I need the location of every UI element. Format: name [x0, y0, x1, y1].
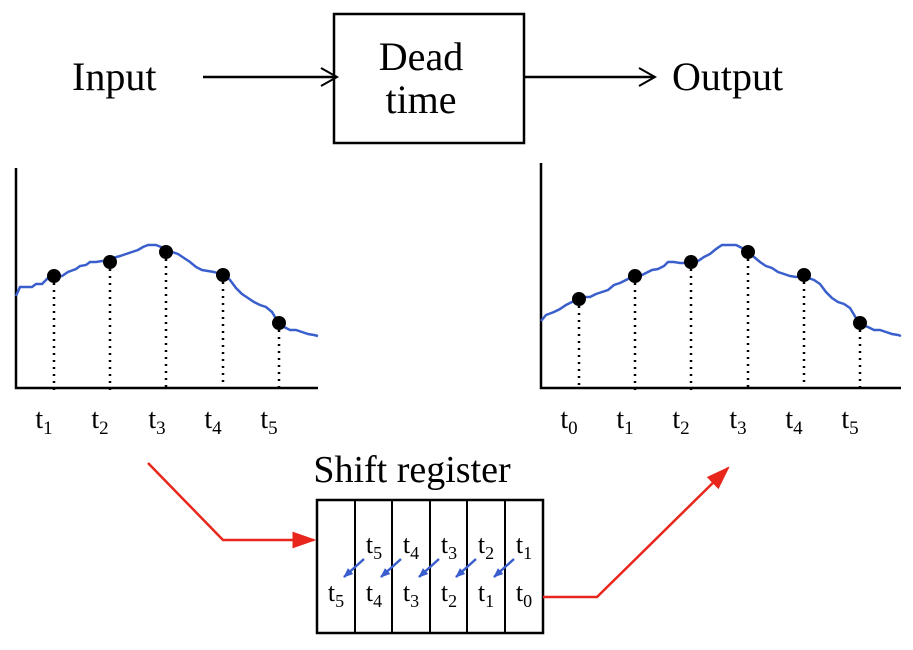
shift-arrow [418, 558, 440, 578]
register-top-cell-4: t3 [441, 530, 457, 563]
register-top-cell-3: t4 [403, 530, 419, 563]
dead-time-box [332, 12, 526, 145]
input-tick-t1: t1 [35, 404, 52, 439]
dead-time-box-line1: Dead [379, 34, 463, 79]
output-tick-labels: t0 t1 t2 t3 t4 t5 [560, 404, 858, 439]
register-shift-arrows [343, 558, 515, 578]
output-tick-t3: t3 [729, 404, 746, 439]
output-sample-point-t4 [797, 268, 811, 282]
register-output-arrow [543, 466, 730, 599]
register-bottom-cell-2: t4 [366, 578, 382, 611]
input-sample-point-t3 [159, 245, 173, 259]
output-sample-guides [577, 252, 862, 390]
output-tick-t0: t0 [560, 404, 577, 439]
output-plot: t0 t1 t2 t3 t4 t5 [539, 163, 902, 439]
output-plot-axes [539, 163, 901, 390]
dead-time-box-line2: time [385, 77, 456, 122]
input-tick-t2: t2 [91, 404, 108, 439]
input-plot: t1 t2 t3 t4 t5 [14, 168, 319, 439]
shift-register-title: Shift register [313, 449, 511, 491]
output-sample-points [572, 245, 867, 330]
input-sample-point-t2 [103, 255, 117, 269]
shift-arrow [493, 558, 515, 578]
input-label: Input [72, 54, 156, 99]
output-tick-t5: t5 [841, 404, 858, 439]
register-bottom-row: t5 t4 t3 t2 t1 t0 [328, 578, 532, 611]
input-sample-points [47, 245, 286, 330]
register-bottom-cell-3: t3 [403, 578, 419, 611]
shift-arrow [455, 558, 477, 578]
shift-arrow [380, 558, 402, 578]
input-sample-guides [52, 252, 281, 390]
output-sample-point-t5 [853, 316, 867, 330]
register-input-arrow [147, 462, 317, 549]
output-tick-t4: t4 [785, 404, 803, 439]
output-sample-point-t0 [572, 292, 586, 306]
register-bottom-cell-4: t2 [441, 578, 457, 611]
output-label: Output [672, 54, 783, 99]
output-tick-t1: t1 [616, 404, 633, 439]
register-top-row: t5 t4 t3 t2 t1 [366, 530, 532, 563]
register-top-cell-2: t5 [366, 530, 382, 563]
output-sample-point-t1 [628, 269, 642, 283]
input-tick-labels: t1 t2 t3 t4 t5 [35, 404, 277, 439]
output-sample-point-t2 [684, 255, 698, 269]
register-bottom-cell-6: t0 [516, 578, 532, 611]
output-sample-point-t3 [741, 245, 755, 259]
register-top-cell-6: t1 [516, 530, 532, 563]
register-top-cell-5: t2 [478, 530, 494, 563]
output-signal-curve [540, 243, 902, 338]
output-tick-t2: t2 [672, 404, 689, 439]
input-tick-t3: t3 [148, 404, 165, 439]
input-sample-point-t4 [216, 268, 230, 282]
register-bottom-cell-1: t5 [328, 578, 344, 611]
input-plot-axes [14, 168, 318, 390]
input-sample-point-t1 [47, 269, 61, 283]
input-tick-t5: t5 [260, 404, 277, 439]
shift-register: t5 t4 t3 t2 t1 t5 t4 t3 t2 t1 t0 [315, 498, 545, 635]
shift-arrow [343, 558, 365, 578]
input-tick-t4: t4 [204, 404, 222, 439]
input-sample-point-t5 [272, 316, 286, 330]
register-bottom-cell-5: t1 [478, 578, 494, 611]
